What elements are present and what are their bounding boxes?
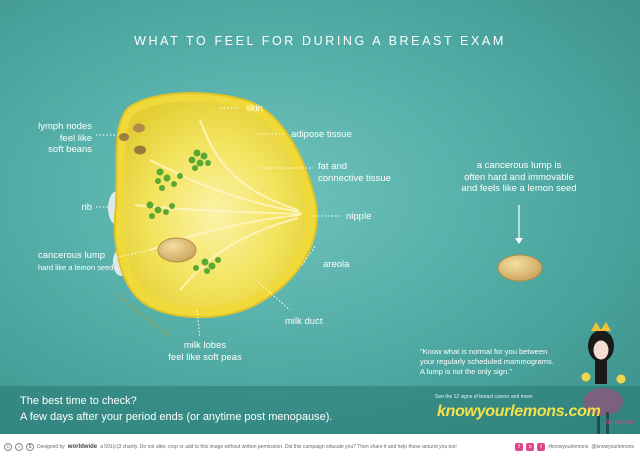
label-skin: skin bbox=[246, 103, 263, 114]
lymph-node-beans bbox=[119, 123, 146, 155]
label-fat-line1: fat and bbox=[318, 161, 348, 172]
footer-left: c i $ Designed by worldwide a 501(c)3 ch… bbox=[4, 443, 457, 451]
side-note-line2: often hard and immovable bbox=[464, 171, 574, 183]
milk-lobe-peas bbox=[146, 149, 221, 274]
leader-lines bbox=[96, 107, 342, 339]
instagram-icon[interactable]: o bbox=[526, 443, 535, 451]
label-fat-connective: fat and connective tissue bbox=[318, 161, 391, 184]
best-time-question: The best time to check? bbox=[20, 395, 137, 407]
label-rib: rib bbox=[81, 202, 92, 213]
quote: "Know what is normal for you between you… bbox=[420, 347, 554, 377]
label-fat-line2: connective tissue bbox=[318, 172, 391, 184]
facebook-icon[interactable]: f bbox=[515, 443, 524, 451]
label-lymph-line2: feel like bbox=[59, 132, 92, 144]
bottom-band bbox=[0, 386, 640, 434]
label-lymph-line1: lymph nodes bbox=[38, 121, 92, 132]
label-milk-lobes: milk lobes feel like soft peas bbox=[150, 340, 260, 363]
label-lymph-line3: soft beans bbox=[48, 144, 92, 155]
attribution-icon[interactable]: i bbox=[15, 443, 23, 451]
label-cancerous-lump: cancerous lump hard like a lemon seed bbox=[38, 250, 113, 273]
twitter-icon[interactable]: t bbox=[537, 443, 546, 451]
signature: for Lemon bbox=[606, 420, 634, 426]
footer-legal: a 501(c)3 charity. Do not alter, crop or… bbox=[100, 444, 457, 450]
poster-title: WHAT TO FEEL FOR DURING A BREAST EXAM bbox=[134, 34, 506, 48]
cancerous-lump-seed bbox=[157, 237, 197, 263]
label-lump-line1: cancerous lump bbox=[38, 250, 106, 261]
worldwide-brand[interactable]: worldwide bbox=[67, 444, 98, 450]
label-nipple: nipple bbox=[346, 211, 372, 222]
side-note: a cancerous lump is often hard and immov… bbox=[448, 160, 590, 195]
lemon-seed-example bbox=[497, 254, 543, 282]
cc-icon[interactable]: c bbox=[4, 443, 12, 451]
social-hashtag[interactable]: #knowyourlemons bbox=[548, 444, 589, 450]
label-lobes-line2: feel like soft peas bbox=[168, 351, 242, 363]
quote-line2: your regularly scheduled mammograms. bbox=[420, 357, 554, 366]
poster: WHAT TO FEEL FOR DURING A BREAST EXAM bbox=[0, 0, 640, 434]
designed-by: Designed by bbox=[37, 444, 65, 450]
kyl-small-text: See the 12 signs of breast cancer and mo… bbox=[435, 394, 534, 400]
label-areola: areola bbox=[323, 259, 350, 270]
footer: c i $ Designed by worldwide a 501(c)3 ch… bbox=[0, 434, 640, 460]
label-lump-line2: hard like a lemon seed bbox=[38, 262, 114, 272]
noncommercial-icon[interactable]: $ bbox=[26, 443, 34, 451]
label-adipose: adipose tissue bbox=[291, 129, 352, 140]
label-lymph-nodes: lymph nodes feel like soft beans bbox=[20, 121, 92, 156]
quote-line1: "Know what is normal for you between bbox=[420, 347, 548, 356]
best-time-answer: A few days after your period ends (or an… bbox=[20, 411, 333, 423]
social-handle[interactable]: @knowyourlemons bbox=[591, 444, 634, 450]
lemon-illustration bbox=[96, 92, 626, 434]
side-note-line3: and feels like a lemon seed bbox=[461, 183, 577, 194]
quote-line3: A lump is not the only sign." bbox=[420, 367, 512, 376]
kyl-url[interactable]: knowyourlemons.com bbox=[437, 403, 601, 420]
side-note-line1: a cancerous lump is bbox=[476, 160, 562, 171]
label-milk-duct: milk duct bbox=[285, 316, 323, 327]
label-lobes-line1: milk lobes bbox=[183, 340, 227, 351]
footer-right: f o t #knowyourlemons @knowyourlemons bbox=[515, 443, 634, 451]
